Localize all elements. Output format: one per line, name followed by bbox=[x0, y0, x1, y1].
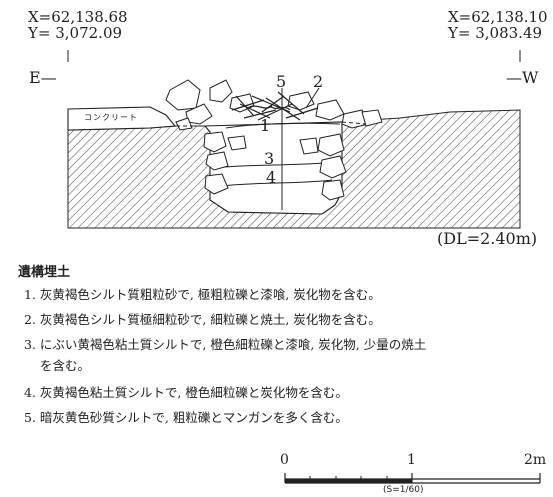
west-direction-dash: — bbox=[506, 68, 522, 87]
layer-number-5: 5 bbox=[276, 72, 287, 91]
layer-number-4: 4 bbox=[266, 168, 277, 187]
legend-item-2: 2. 灰黄褐色シルト質極細粒砂で, 細粒礫と焼土, 炭化物を含む。 bbox=[24, 312, 381, 327]
datum-level-label: (DL=2.40m) bbox=[437, 229, 538, 248]
layer-number-1: 1 bbox=[260, 116, 271, 135]
legend-item-3: 3. にぶい黄褐色粘土質シルトで, 橙色細粒礫と漆喰, 炭化物, 少量の焼土 bbox=[24, 337, 427, 352]
scale-label-1: 1 bbox=[407, 452, 416, 468]
scale-ratio-label: (S=1/60) bbox=[383, 485, 424, 495]
east-direction-marker: E— bbox=[29, 68, 57, 87]
legend-item-1: 1. 灰黄褐色シルト質粗粒砂で, 極粗粒礫と漆喰, 炭化物を含む。 bbox=[24, 287, 381, 302]
rubble-stone bbox=[175, 117, 193, 131]
legend-heading: 遺構埋土 bbox=[18, 265, 71, 280]
right-coordinate-x: X=62,138.10 bbox=[448, 8, 548, 26]
stone bbox=[299, 137, 319, 155]
west-direction-label: W bbox=[522, 68, 539, 87]
rubble-stone bbox=[165, 79, 201, 111]
scale-label-0: 0 bbox=[280, 452, 289, 468]
rubble-stone bbox=[361, 109, 383, 127]
concrete-slab bbox=[67, 106, 177, 131]
left-coordinate-x: X=62,138.68 bbox=[28, 8, 128, 26]
legend-item-4: 4. 灰黄褐色粘土質シルトで, 橙色細粒礫と炭化物を含む。 bbox=[24, 385, 348, 400]
stone bbox=[319, 155, 347, 179]
legend-item-5: 5. 暗灰黄色砂質シルトで, 粗粒礫とマンガンを多く含む。 bbox=[24, 410, 348, 425]
stone bbox=[227, 135, 247, 151]
layer-2-leader bbox=[305, 87, 320, 109]
left-coordinate-y: Y= 3,072.09 bbox=[28, 24, 123, 42]
right-coordinate-y: Y= 3,083.49 bbox=[448, 24, 543, 42]
layer-number-3: 3 bbox=[264, 149, 275, 168]
layer-boundary-1-3 bbox=[225, 122, 341, 129]
layer-number-2: 2 bbox=[313, 72, 324, 91]
stone bbox=[205, 151, 229, 171]
scale-bar-fill bbox=[285, 479, 412, 483]
concrete-label: コンクリート bbox=[84, 113, 138, 122]
east-direction-dash: — bbox=[40, 68, 57, 87]
east-direction-label: E bbox=[29, 68, 41, 87]
legend-list: 1. 灰黄褐色シルト質粗粒砂で, 極粗粒礫と漆喰, 炭化物を含む。 2. 灰黄褐… bbox=[24, 286, 426, 434]
legend-item-3-continued: を含む。 bbox=[40, 358, 91, 373]
stone bbox=[321, 179, 345, 201]
debris-sticks bbox=[231, 91, 319, 121]
stone bbox=[203, 131, 227, 153]
layer-boundary-4-base bbox=[221, 179, 333, 187]
stone bbox=[204, 173, 229, 195]
stone bbox=[317, 133, 345, 157]
west-direction-marker: —W bbox=[506, 68, 538, 87]
rubble-stone bbox=[209, 79, 233, 103]
rubble-stone bbox=[315, 99, 345, 121]
scale-label-2m: 2m bbox=[524, 452, 547, 468]
